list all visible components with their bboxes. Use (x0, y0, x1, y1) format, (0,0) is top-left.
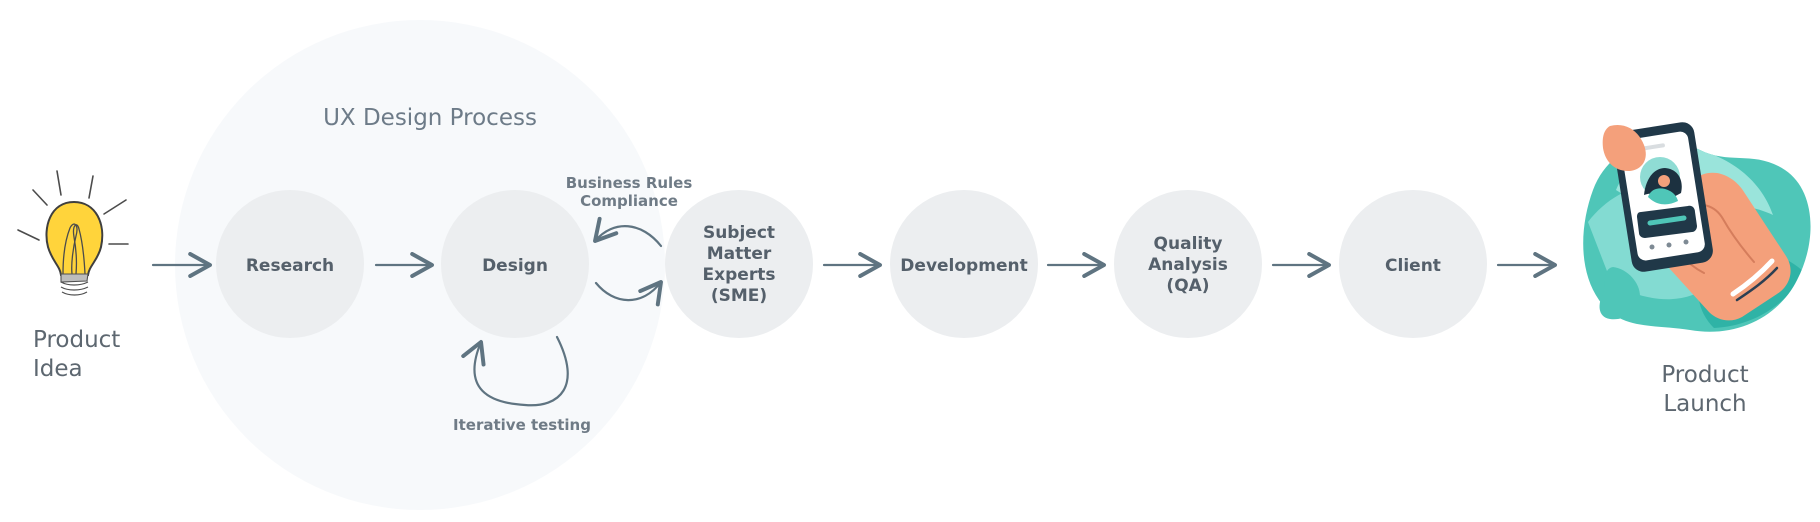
business-rules-loop: Business Rules Compliance (566, 174, 693, 307)
product-idea-line-1: Product (33, 327, 120, 353)
node-qa: Quality Analysis (QA) (1114, 190, 1262, 338)
product-idea-label: Product Idea (33, 327, 120, 382)
arrow-design-to-sme (594, 280, 663, 307)
node-sme-circle (665, 190, 813, 338)
node-design-label: Design (482, 256, 548, 276)
node-sme-line-4: (SME) (711, 286, 767, 306)
node-research: Research (216, 190, 364, 338)
flow-nodes: Research Design Subject Matter Experts (… (216, 190, 1487, 338)
node-development-circle (890, 190, 1038, 338)
arrow-sme-to-design-feedback (593, 216, 663, 248)
node-sme-line-1: Subject (703, 223, 775, 243)
node-development-label: Development (900, 256, 1027, 276)
node-design: Design (441, 190, 589, 338)
node-design-circle (441, 190, 589, 338)
process-title: UX Design Process (323, 105, 537, 131)
thumb-illustration (1602, 124, 1646, 171)
node-qa-circle (1114, 190, 1262, 338)
node-sme-line-2: Matter (707, 244, 772, 264)
node-qa-line-2: Analysis (1148, 255, 1228, 275)
node-research-label: Research (246, 256, 334, 276)
iterative-testing-arrow (461, 335, 569, 407)
node-development: Development (890, 190, 1038, 338)
lightbulb-icon (17, 170, 129, 296)
start-lightbulb-illustration (17, 170, 129, 296)
node-qa-line-3: (QA) (1166, 276, 1209, 296)
product-launch-line-2: Launch (1663, 391, 1746, 417)
node-client-circle (1339, 190, 1487, 338)
business-rules-line-2: Compliance (580, 192, 678, 210)
business-rules-line-1: Business Rules (566, 174, 693, 192)
node-qa-line-1: Quality (1154, 234, 1223, 254)
node-research-circle (216, 190, 364, 338)
product-launch-label: Product Launch (1661, 362, 1748, 417)
product-idea-line-2: Idea (33, 356, 83, 382)
iterative-testing-label: Iterative testing (453, 416, 591, 434)
iterative-testing-loop: Iterative testing (453, 335, 591, 434)
product-launch-line-1: Product (1661, 362, 1748, 388)
node-client-label: Client (1385, 256, 1441, 276)
product-launch-illustration (1583, 122, 1811, 332)
node-sme: Subject Matter Experts (SME) (665, 190, 813, 338)
node-client: Client (1339, 190, 1487, 338)
node-sme-line-3: Experts (703, 265, 776, 285)
